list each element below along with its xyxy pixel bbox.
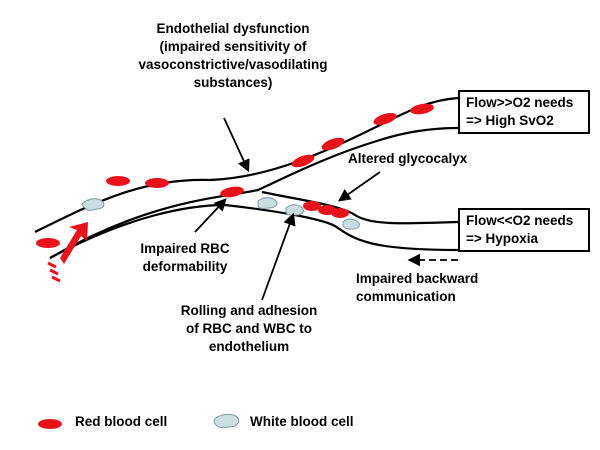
rbc-cell	[331, 208, 349, 218]
rbc-cell	[291, 154, 315, 168]
vessel-lower-wall	[49, 126, 459, 259]
altered-glycocalyx-label: Altered glycocalyx	[348, 151, 468, 166]
vessel-upper-wall	[34, 96, 459, 233]
lower-branch-top-wall	[261, 190, 459, 225]
legend-wbc-label: White blood cell	[250, 414, 354, 429]
endothelial-arrow	[223, 117, 250, 173]
legend-wbc-swatch	[213, 413, 240, 428]
low-box-line2: => Hypoxia	[466, 231, 539, 246]
wbc-cell	[342, 218, 360, 230]
low-box-line1: Flow<<O2 needs	[466, 213, 574, 228]
rbc-cell	[36, 238, 60, 248]
wbc-cell	[81, 198, 105, 211]
rbc-cell	[373, 112, 397, 126]
impaired-rbc-label: Impaired RBC deformability	[140, 241, 230, 274]
endothelial-dysfunction-label: Endothelial dysfunction (impaired sensit…	[138, 21, 328, 90]
rbc-cell	[321, 137, 345, 151]
wbc-cell	[285, 204, 304, 216]
high-box-line1: Flow>>O2 needs	[466, 95, 574, 110]
legend-rbc-swatch	[38, 419, 62, 429]
rbc-cell	[410, 103, 434, 115]
glycocalyx-arrow	[337, 171, 381, 202]
rbc-cell	[145, 178, 169, 188]
rolling-arrow	[261, 212, 296, 301]
rbc-deform-arrow	[194, 198, 227, 233]
rbc-cell	[303, 201, 321, 211]
legend-rbc-label: Red blood cell	[75, 414, 168, 429]
rbc-cell	[106, 176, 130, 186]
wbc-cell	[257, 197, 278, 209]
high-box-line2: => High SvO2	[466, 113, 554, 128]
hypoxia-box: Flow<<O2 needs => Hypoxia	[458, 208, 590, 252]
impaired-backward-label: Impaired backward communication	[356, 271, 479, 304]
rolling-adhesion-label: Rolling and adhesion of RBC and WBC to e…	[180, 303, 318, 354]
lower-branch-bottom-wall	[49, 203, 459, 259]
rbc-cell	[220, 186, 244, 198]
high-svo2-box: Flow>>O2 needs => High SvO2	[458, 90, 590, 134]
blood-flow-arrow	[47, 222, 88, 283]
vessel-lower-branch	[225, 192, 458, 250]
vessel-upper-branch	[35, 98, 458, 258]
